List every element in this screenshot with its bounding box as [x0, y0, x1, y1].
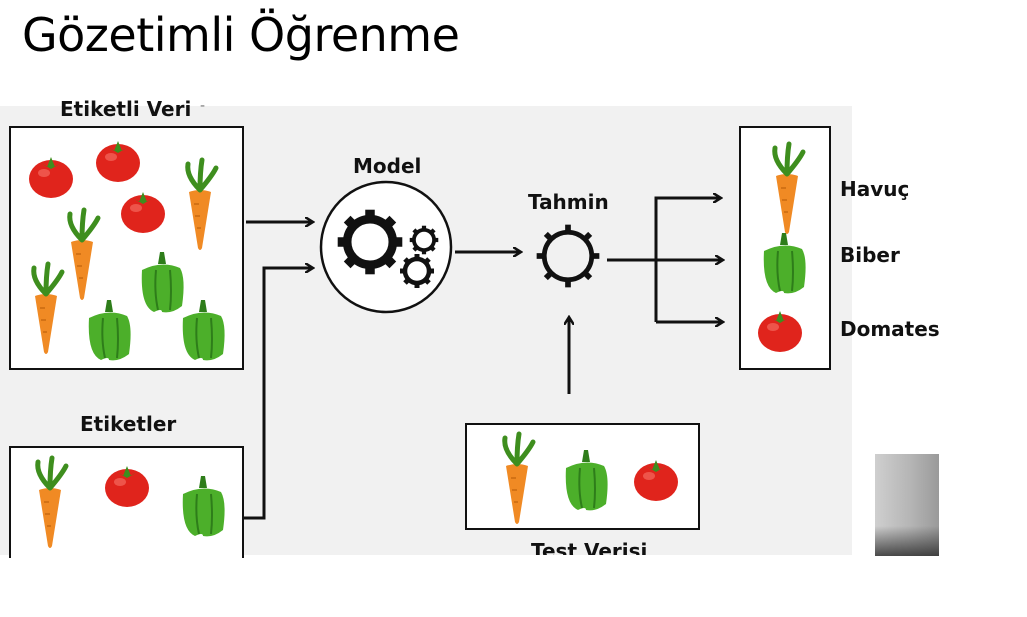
- arrow-to-carrot: [654, 198, 720, 322]
- label-pepper: [181, 475, 226, 538]
- labeled-data-label: Etiketli Veri: [60, 97, 192, 121]
- label-tomato: [105, 466, 149, 507]
- labeled-pepper-3: [181, 299, 226, 362]
- test-tomato: [634, 460, 678, 501]
- label-carrot: [38, 458, 66, 548]
- test-carrot: [505, 434, 533, 524]
- output-label-carrot: Havuç: [840, 177, 910, 201]
- output-tomato: [758, 311, 802, 352]
- model-gears-icon: [319, 180, 453, 314]
- output-carrot: [775, 144, 803, 234]
- labels-label: Etiketler: [80, 412, 177, 436]
- labeled-tomato-3: [121, 192, 165, 233]
- labeled-carrot-1: [188, 160, 216, 250]
- video-thumbnail: [875, 454, 939, 556]
- labeled-pepper-1: [140, 251, 185, 314]
- test-data-label: Test Verisi: [531, 539, 648, 555]
- output-label-pepper: Biber: [840, 243, 900, 267]
- labeled-carrot-2: [70, 210, 98, 300]
- labeled-tomato-2: [96, 141, 140, 182]
- page-title: Gözetimli Öğrenme: [22, 8, 460, 62]
- labeled-carrot-3: [34, 264, 62, 354]
- output-label-tomato: Domates: [840, 317, 940, 341]
- prediction-label: Tahmin: [528, 190, 609, 214]
- dash-mark: -: [200, 98, 206, 114]
- arrow-labels-to-model: [244, 268, 312, 520]
- output-pepper: [762, 232, 807, 295]
- labeled-tomato-1: [29, 157, 73, 198]
- test-pepper: [564, 449, 609, 512]
- prediction-gear-icon: [536, 224, 600, 288]
- model-label: Model: [353, 154, 422, 178]
- labeled-pepper-2: [87, 299, 132, 362]
